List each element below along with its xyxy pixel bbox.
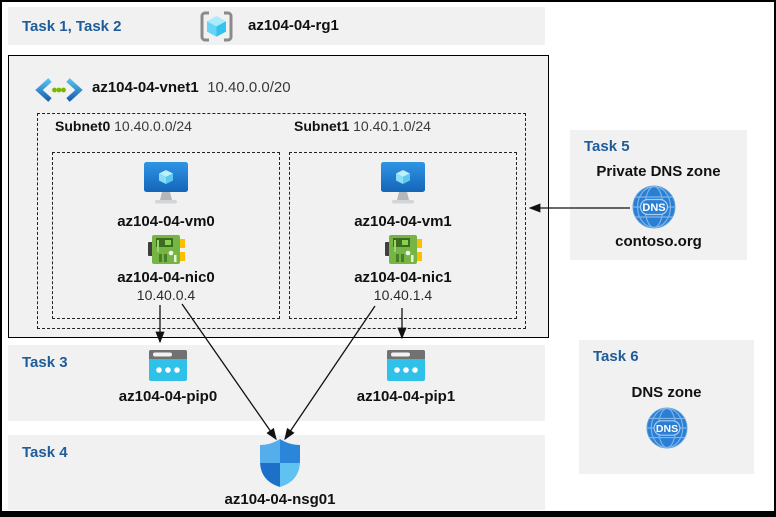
pip0-group: az104-04-pip0 (103, 350, 233, 405)
dns-zone-title: DNS zone (631, 384, 702, 401)
subnet0-cidr: 10.40.0.0/24 (114, 118, 192, 134)
subnet1-box: az104-04-vm1 (289, 152, 517, 319)
subnet1-cidr: 10.40.1.0/24 (353, 118, 431, 134)
subnet1-name: Subnet1 (294, 118, 350, 134)
task4-label: Task 4 (22, 444, 68, 461)
nic0-ip: 10.40.0.4 (136, 287, 196, 303)
task5-box: Task 5 Private DNS zone DNS contoso.org (570, 130, 747, 260)
nic1-name: az104-04-nic1 (354, 269, 452, 286)
pip1-group: az104-04-pip1 (341, 350, 471, 405)
public-ip-icon (387, 350, 425, 381)
task3-band: Task 3 az104-04-pip0 (8, 345, 545, 421)
subnet0-box: az104-04-vm0 (52, 152, 280, 319)
pip0-name: az104-04-pip0 (118, 388, 218, 405)
vnet-box: az104-04-vnet1 10.40.0.0/20 Subnet0 10.4… (8, 55, 549, 338)
resource-group-icon (200, 11, 233, 42)
dns-zone-icon: DNS (632, 185, 676, 229)
dns-zone-icon: DNS (646, 407, 688, 449)
task6-box: Task 6 DNS zone DNS (579, 340, 754, 474)
nic1-ip: 10.40.1.4 (373, 287, 433, 303)
network-interface-icon (384, 233, 422, 266)
resource-group-name: az104-04-rg1 (248, 17, 339, 34)
network-security-group-icon (260, 439, 300, 487)
subnet0-title: Subnet0 10.40.0.0/24 (55, 118, 192, 134)
vnet-name: az104-04-vnet1 (92, 79, 199, 96)
vnet-cidr: 10.40.0.0/20 (207, 79, 291, 96)
nic0-name: az104-04-nic0 (117, 269, 215, 286)
subnets-container (37, 113, 526, 329)
task12-label: Task 1, Task 2 (22, 18, 122, 35)
virtual-network-icon (35, 77, 83, 103)
private-dns-zone-title: Private DNS zone (596, 163, 721, 180)
virtual-machine-icon (142, 162, 190, 206)
vm1-name: az104-04-vm1 (354, 213, 452, 230)
task3-label: Task 3 (22, 354, 68, 371)
task12-band: Task 1, Task 2 az104-04-rg1 (8, 7, 545, 45)
task4-band: Task 4 az104-04-nsg01 (8, 435, 545, 510)
subnet0-name: Subnet0 (55, 118, 111, 134)
task5-label: Task 5 (584, 138, 630, 155)
dns-icon-text: DNS (642, 202, 665, 214)
nsg-name: az104-04-nsg01 (224, 491, 336, 508)
public-ip-icon (149, 350, 187, 381)
nsg-group: az104-04-nsg01 (210, 439, 350, 508)
subnet1-title: Subnet1 10.40.1.0/24 (294, 118, 431, 134)
private-dns-zone-name: contoso.org (615, 233, 702, 250)
pip1-name: az104-04-pip1 (356, 388, 456, 405)
network-interface-icon (147, 233, 185, 266)
task6-label: Task 6 (593, 348, 639, 365)
vm0-name: az104-04-vm0 (117, 213, 215, 230)
dns-icon-text: DNS (656, 423, 678, 435)
virtual-machine-icon (379, 162, 427, 206)
